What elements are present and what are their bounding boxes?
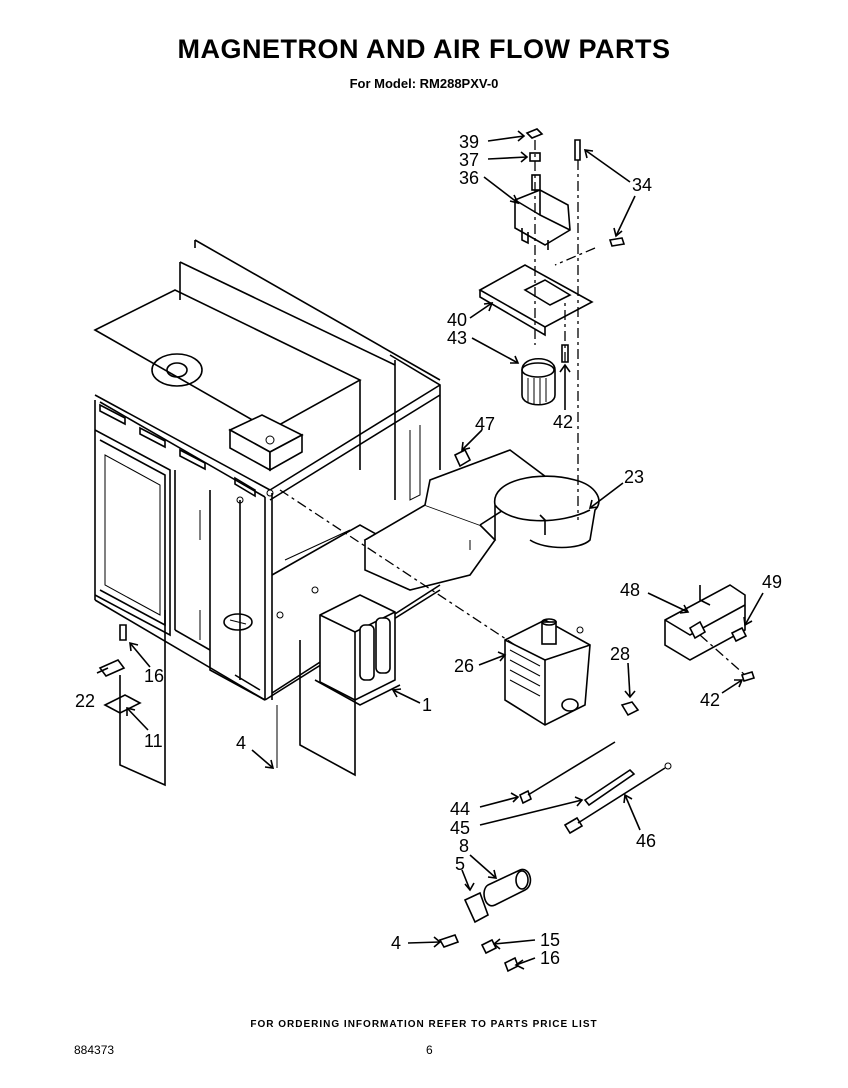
ordering-note: FOR ORDERING INFORMATION REFER TO PARTS …	[250, 1019, 598, 1030]
callout-1: 1	[422, 695, 432, 715]
fan-motor-group	[478, 128, 626, 520]
oven-cabinet	[93, 239, 441, 701]
callout-28: 28	[610, 644, 630, 664]
callout-16-left: 16	[144, 666, 164, 686]
wire-harness-group	[518, 741, 672, 835]
callout-15: 15	[540, 930, 560, 950]
callout-37: 37	[459, 150, 479, 170]
page-number: 6	[426, 1043, 433, 1057]
capacitor-group	[438, 868, 532, 973]
left-small-parts	[98, 610, 166, 787]
callout-45: 45	[450, 818, 470, 838]
callout-48: 48	[620, 580, 640, 600]
callout-4-left: 4	[236, 733, 246, 753]
callout-47: 47	[475, 414, 495, 434]
magnetron-group	[279, 489, 640, 726]
callout-42-top: 42	[553, 412, 573, 432]
page-title: MAGNETRON AND AIR FLOW PARTS	[177, 34, 671, 64]
callout-44: 44	[450, 799, 470, 819]
callout-22: 22	[75, 691, 95, 711]
transformer-group	[299, 594, 401, 777]
callout-36: 36	[459, 168, 479, 188]
callout-39: 39	[459, 132, 479, 152]
callout-46: 46	[636, 831, 656, 851]
document-number: 884373	[74, 1043, 115, 1057]
callout-34: 34	[632, 175, 652, 195]
callout-43: 43	[447, 328, 467, 348]
callout-labels: 39 37 36 34 40 43 42 47 23 48 49 26 28 4…	[75, 132, 782, 968]
callout-26: 26	[454, 656, 474, 676]
callout-4-bottom: 4	[391, 933, 401, 953]
bracket-group	[664, 584, 756, 682]
callout-40: 40	[447, 310, 467, 330]
air-duct-assembly	[363, 448, 600, 591]
callout-49: 49	[762, 572, 782, 592]
callout-11: 11	[144, 731, 163, 751]
callout-leaders	[96, 130, 764, 970]
callout-5: 5	[455, 854, 465, 874]
callout-8: 8	[459, 836, 469, 856]
callout-16-bottom: 16	[540, 948, 560, 968]
callout-42-right: 42	[700, 690, 720, 710]
model-subtitle: For Model: RM288PXV-0	[349, 76, 499, 91]
callout-23: 23	[624, 467, 644, 487]
